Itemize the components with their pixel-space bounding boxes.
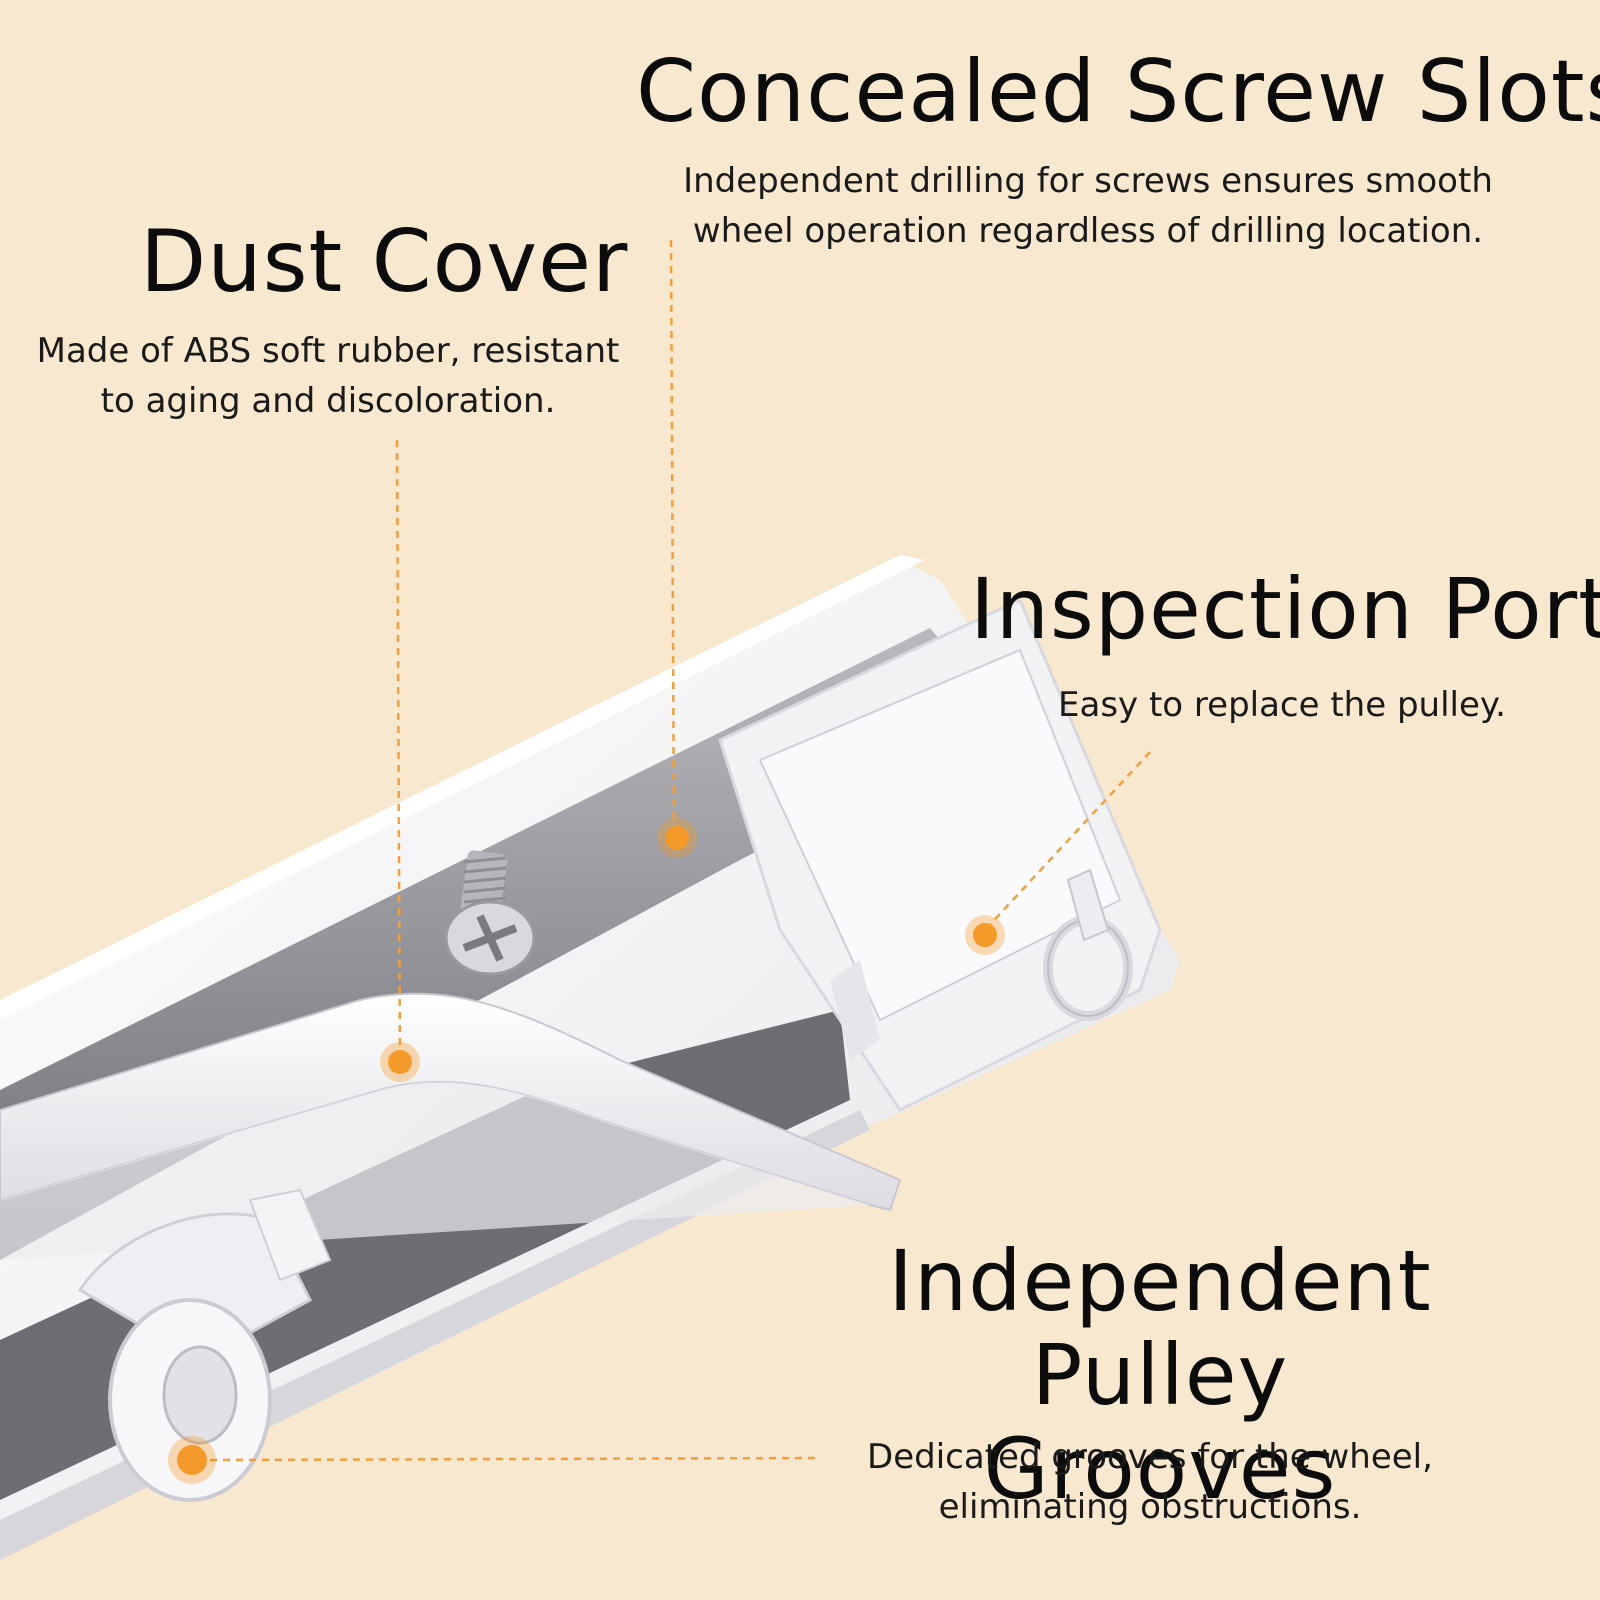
dust-cover-description: Made of ABS soft rubber, resistant to ag… xyxy=(14,326,642,426)
screw-slots-desc-line2: wheel operation regardless of drilling l… xyxy=(692,211,1484,251)
inspection-port-title: Inspection Port xyxy=(970,560,1600,658)
pulley-grooves-description: Dedicated grooves for the wheel, elimina… xyxy=(840,1432,1460,1532)
leader-lines xyxy=(209,239,1151,1462)
pulley-wheel xyxy=(77,1188,332,1502)
inspection-port-block xyxy=(718,597,1162,1112)
screw-slots-title: Concealed Screw Slots xyxy=(636,42,1600,142)
pulley-grooves-title: Independent Pulley Grooves xyxy=(770,1234,1550,1516)
dust-cover-title: Dust Cover xyxy=(140,212,629,312)
callout-dots xyxy=(168,818,1005,1484)
pulley-grooves-title-line2: Grooves xyxy=(983,1420,1337,1518)
pulley-grooves-title-line1: Independent Pulley xyxy=(888,1232,1432,1424)
screw-slots-desc-line1: Independent drilling for screws ensures … xyxy=(683,161,1493,201)
dust-cover-desc-line2: to aging and discoloration. xyxy=(100,381,556,421)
screw xyxy=(444,850,536,976)
dust-cover-desc-line1: Made of ABS soft rubber, resistant xyxy=(36,331,620,371)
inspection-port-desc-line1: Easy to replace the pulley. xyxy=(1058,685,1506,725)
pulley-grooves-desc-line2: eliminating obstructions. xyxy=(938,1487,1362,1527)
pulley-grooves-desc-line1: Dedicated grooves for the wheel, xyxy=(867,1437,1433,1477)
inspection-port-description: Easy to replace the pulley. xyxy=(1032,680,1532,730)
screw-slots-description: Independent drilling for screws ensures … xyxy=(648,156,1528,256)
